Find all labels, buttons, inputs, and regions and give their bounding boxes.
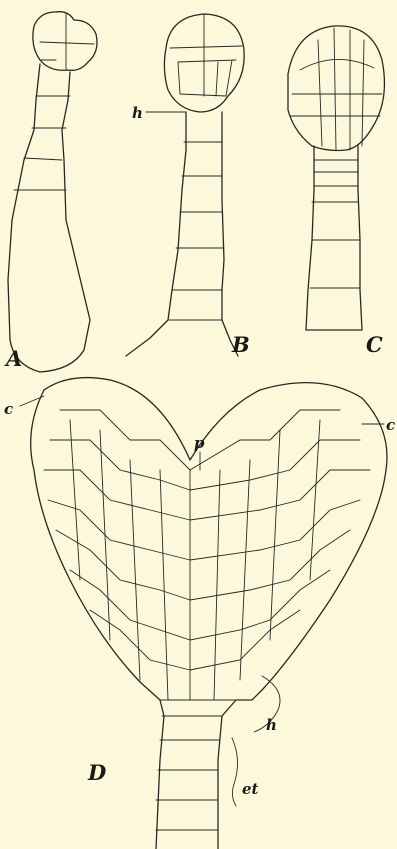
label-p: p xyxy=(194,434,205,452)
panel-c-embryo xyxy=(288,26,384,330)
label-c-left: c xyxy=(4,400,13,418)
panel-label-c: C xyxy=(366,332,383,357)
panel-label-b: B xyxy=(231,332,250,357)
panel-b-embryo: h xyxy=(126,14,244,356)
panel-label-d: D xyxy=(87,760,107,785)
label-h-b: h xyxy=(132,104,143,122)
label-h-d: h xyxy=(266,716,277,734)
label-c-right: c xyxy=(386,416,395,434)
label-et: et xyxy=(242,780,259,798)
panel-label-a: A xyxy=(4,346,22,371)
panel-a-embryo xyxy=(8,12,97,372)
panel-d-embryo: c p c h et xyxy=(4,378,395,849)
